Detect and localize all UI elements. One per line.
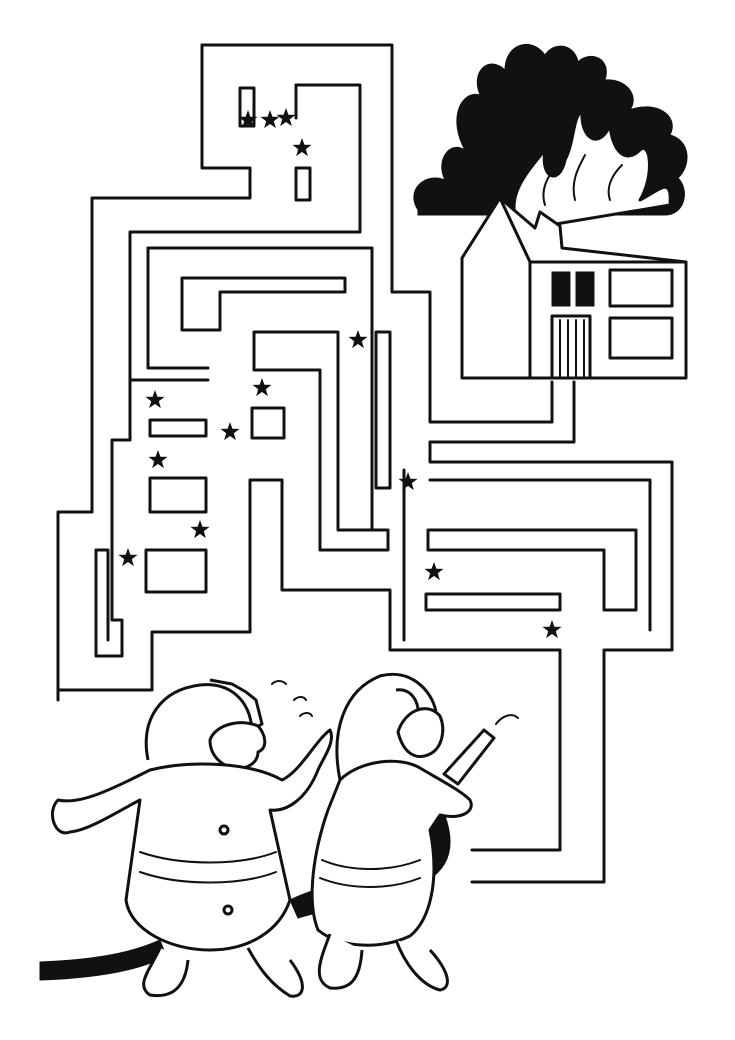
maze-wall-a [128,83,362,382]
spark-icon [118,548,138,567]
maze-wall-i [374,330,392,490]
firefighter-left-coat [51,728,333,952]
spark-icon [190,520,210,539]
spark-icon [260,110,280,129]
nozzle-icon [442,728,496,786]
firefighter-right-helmet [335,672,438,781]
firefighter-right-boots [317,933,449,992]
maze-wall-h [252,330,390,552]
maze-wall-k [148,418,208,438]
maze-wall-p [426,528,638,612]
maze-wall-g [180,276,347,332]
firefighter-icon [51,678,333,998]
spark-icon [148,450,168,469]
firefighter-right-face [396,707,445,758]
spark-icon [145,390,165,409]
house-window-dark-right [575,271,595,307]
spark-icon [238,110,258,129]
maze-wall-m [148,476,208,514]
house-window-dark-left [551,271,571,307]
maze-wall-d [238,86,256,128]
maze-outer-wall-right [428,380,674,884]
spark-icon [292,138,312,157]
burning-house [413,43,688,380]
firefighter-left-button-2 [222,904,234,916]
water-splash-icon [271,680,519,725]
maze-wall-c [294,166,312,202]
house-door-planks [559,319,585,377]
firefighter-left-face [208,721,267,770]
maze-wall-q [424,592,562,612]
maze-wall-e [146,246,374,532]
spark-icon [252,378,272,397]
maze-outer-wall-left [56,43,562,852]
maze-wall-o [94,548,110,642]
spark-icon [424,562,444,581]
firefighters [39,672,519,998]
firefighter-right-belt [319,859,421,888]
maze-outer-wall [200,43,554,424]
flame-inner [542,154,623,206]
spark-icon [542,620,562,639]
house-window-bottom [608,316,674,360]
spark-icon [348,330,368,349]
spark-icon [276,108,296,127]
maze-wall-f [146,246,210,370]
spark-icon [398,472,418,491]
firefighter-right-coat [310,759,473,947]
sparks [118,108,562,639]
firefighter-left-boots [142,947,304,998]
firefighter-icon [271,672,519,992]
maze-walls [56,43,674,884]
flame-icon [512,108,672,232]
firefighter-left-button [218,824,230,836]
house-window-top [608,268,674,308]
maze-wall-j [94,378,132,658]
maze-wall-n [144,548,208,594]
firefighter-left-belt [139,851,277,884]
spark-icon [220,422,240,441]
maze-wall-s [428,478,652,632]
maze-wall-l [250,406,286,440]
